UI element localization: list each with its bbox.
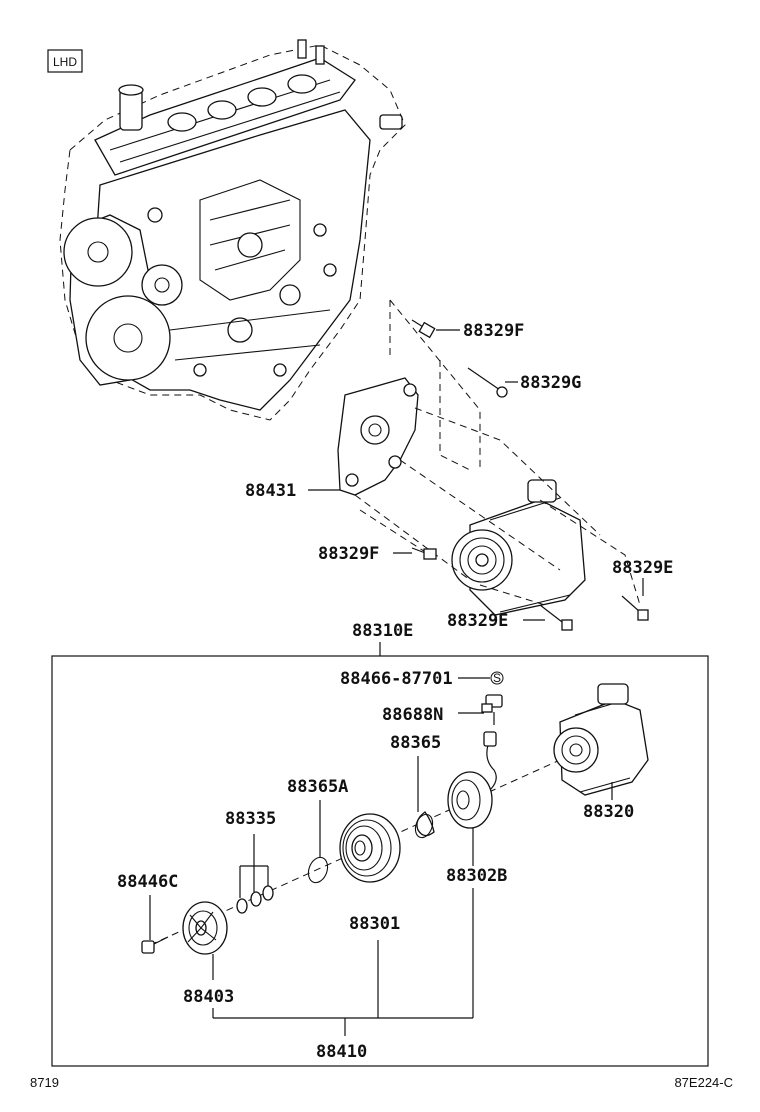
shims-88335-illustration xyxy=(236,885,274,914)
bolts-upper xyxy=(411,319,649,631)
lhd-badge: LHD xyxy=(47,49,83,73)
label-88329G: 88329G xyxy=(520,373,581,393)
callout-88329G: 88329G xyxy=(505,373,581,393)
bolt-88446C-illustration xyxy=(141,936,169,954)
bolt-88329E-right xyxy=(621,595,649,621)
callout-88329E-right: 88329E xyxy=(612,558,673,596)
label-88301: 88301 xyxy=(349,914,400,934)
label-88335: 88335 xyxy=(225,809,276,829)
callout-88329F-top: 88329F xyxy=(436,321,524,341)
callout-88431: 88431 xyxy=(245,481,340,501)
label-88320: 88320 xyxy=(583,802,634,822)
engine-block-illustration xyxy=(59,39,406,421)
callout-88466: 88466-87701 S xyxy=(340,669,504,689)
label-88329F-top: 88329F xyxy=(463,321,524,341)
callout-88446C: 88446C xyxy=(117,872,178,940)
label-88431: 88431 xyxy=(245,481,296,501)
callout-88301: 88301 xyxy=(349,914,400,1015)
callout-88302B: 88302B xyxy=(446,828,507,1015)
snap-ring-88365-illustration xyxy=(414,811,435,839)
callout-88365: 88365 xyxy=(390,733,441,812)
label-88365: 88365 xyxy=(390,733,441,753)
label-88310E: 88310E xyxy=(352,621,413,641)
bolt-88329G xyxy=(467,367,508,398)
footer-right-code: 87E224-C xyxy=(674,1075,733,1090)
callout-88335: 88335 xyxy=(225,809,276,898)
callout-88365A: 88365A xyxy=(287,777,348,858)
label-88403: 88403 xyxy=(183,987,234,1007)
connector-88688N-illustration xyxy=(481,694,503,791)
stator-88302B-illustration xyxy=(447,771,493,829)
marker-s: S xyxy=(493,671,501,685)
compressor-body-88320-illustration xyxy=(553,683,649,796)
callout-88410: 88410 xyxy=(213,1015,474,1062)
label-88446C: 88446C xyxy=(117,872,178,892)
label-88365A: 88365A xyxy=(287,777,348,797)
compressor-assembly-illustration xyxy=(451,479,586,616)
callout-88320: 88320 xyxy=(583,782,634,822)
bolt-88329E-left xyxy=(539,604,573,631)
callout-88688N: 88688N xyxy=(382,705,484,725)
snap-ring-88365A-illustration xyxy=(307,856,329,884)
label-88688N: 88688N xyxy=(382,705,443,725)
label-88329E-left: 88329E xyxy=(447,611,508,631)
pressure-plate-88403-illustration xyxy=(182,901,228,955)
callout-88403: 88403 xyxy=(183,954,234,1018)
assembly-frame xyxy=(51,655,709,1067)
callout-88310E: 88310E xyxy=(352,621,413,656)
pulley-88301-illustration xyxy=(339,813,401,883)
label-88410: 88410 xyxy=(316,1042,367,1062)
compressor-bracket-illustration xyxy=(337,377,419,496)
label-88329E-right: 88329E xyxy=(612,558,673,578)
callout-88329E-left: 88329E xyxy=(447,611,545,631)
label-88466: 88466-87701 xyxy=(340,669,453,689)
bolt-88329F-top xyxy=(411,319,436,339)
callout-88329F-bottom: 88329F xyxy=(318,544,412,564)
mounting-lines-upper xyxy=(354,299,641,606)
footer-left-code: 8719 xyxy=(30,1075,59,1090)
bolt-88329F-bottom xyxy=(411,547,437,560)
label-88329F-bottom: 88329F xyxy=(318,544,379,564)
label-88302B: 88302B xyxy=(446,866,507,886)
lhd-badge-text: LHD xyxy=(53,55,77,69)
